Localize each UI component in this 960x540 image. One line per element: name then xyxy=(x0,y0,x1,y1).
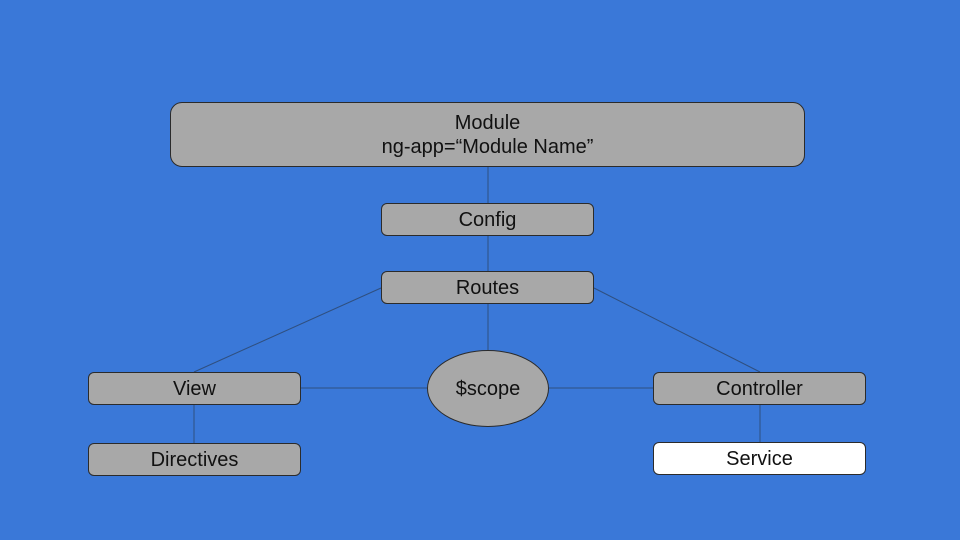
controller-label: Controller xyxy=(716,377,803,400)
routes-label: Routes xyxy=(455,276,520,299)
scope-label: $scope xyxy=(455,377,521,400)
module-title: Module xyxy=(454,111,521,134)
module-directive: ng-app=“Module Name” xyxy=(381,135,594,158)
routes-node: Routes xyxy=(381,271,594,304)
edge-routes-view xyxy=(193,287,382,373)
service-node: Service xyxy=(653,442,866,475)
scope-node: $scope xyxy=(427,350,549,427)
edge-routes-controller xyxy=(593,287,761,373)
directives-node: Directives xyxy=(88,443,301,476)
config-node: Config xyxy=(381,203,594,236)
controller-node: Controller xyxy=(653,372,866,405)
view-label: View xyxy=(173,377,216,400)
config-label: Config xyxy=(458,208,517,231)
view-node: View xyxy=(88,372,301,405)
module-node: Module ng-app=“Module Name” xyxy=(170,102,805,167)
directives-label: Directives xyxy=(150,448,239,471)
service-label: Service xyxy=(726,447,793,470)
